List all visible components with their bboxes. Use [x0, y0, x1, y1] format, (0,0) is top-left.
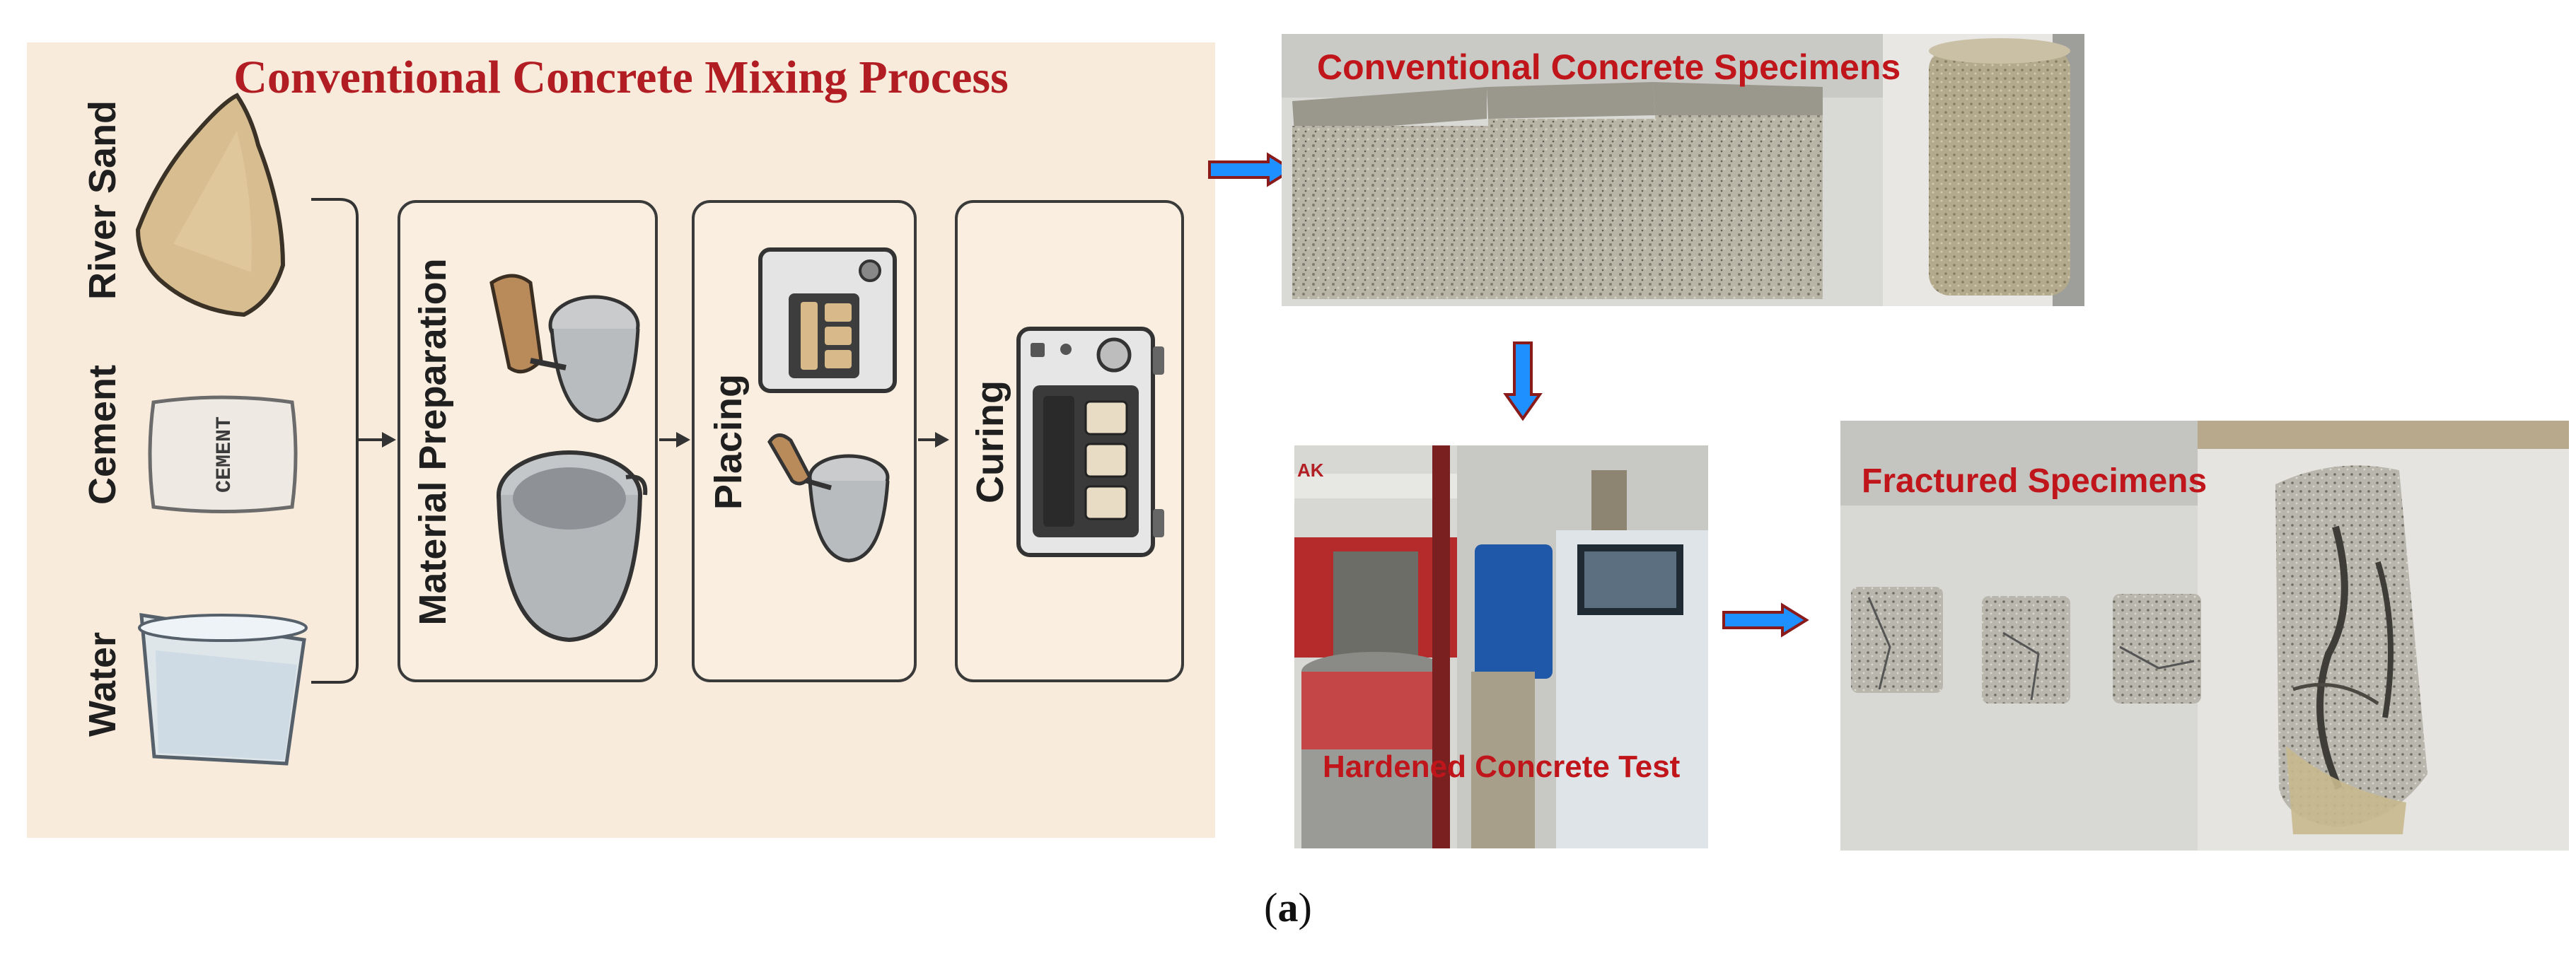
sand-pile-icon [135, 93, 286, 317]
stage-label-curing: Curing [969, 380, 1011, 503]
caption-open: ( [1264, 884, 1278, 930]
stage-label-placing: Placing [707, 373, 750, 510]
fractured-cube-1 [1851, 587, 1943, 693]
mold-trowel-icon [758, 247, 897, 563]
concrete-cylinder [1929, 38, 2070, 296]
caption-close: ) [1298, 884, 1312, 930]
test-photo: AK Hardened Concrete Test [1294, 445, 1708, 848]
arrow-to-placing [676, 432, 690, 448]
blue-drums [1475, 544, 1553, 679]
fractured-cube-3 [2113, 594, 2201, 703]
arrow-to-curing [935, 432, 949, 448]
specimens-label: Conventional Concrete Specimens [1317, 47, 1901, 87]
water-glass-icon [138, 613, 308, 766]
arrow-to-specimens [1208, 152, 1295, 187]
concrete-cube-3 [1653, 82, 1823, 299]
material-bracket [311, 198, 385, 684]
arrow-to-fractured [1722, 602, 1809, 638]
fractured-cylinder [2275, 465, 2427, 834]
cement-bag-text: CEMENT [213, 416, 237, 493]
stage-label-material-preparation: Material Preparation [412, 258, 454, 626]
caption-letter: a [1277, 884, 1299, 930]
curing-chamber-icon [1016, 327, 1164, 557]
arrow-to-test [1503, 341, 1543, 421]
test-label: Hardened Concrete Test [1323, 749, 1681, 784]
specimens-photo: Conventional Concrete Specimens [1282, 34, 2084, 306]
process-title: Conventional Concrete Mixing Process [233, 52, 1009, 103]
test-machine-brand: AK [1297, 460, 1324, 481]
fractured-label: Fractured Specimens [1862, 462, 2207, 500]
mixing-bowls-icon [489, 274, 648, 643]
fractured-photo: Fractured Specimens [1840, 421, 2569, 851]
fractured-cube-2 [1982, 596, 2070, 703]
concrete-cube-2 [1487, 82, 1655, 299]
cement-bag-icon: CEMENT [148, 395, 298, 513]
concrete-cube-1 [1292, 87, 1490, 299]
arrow-to-material-prep [382, 432, 396, 448]
figure-caption: (a) [0, 884, 2576, 931]
